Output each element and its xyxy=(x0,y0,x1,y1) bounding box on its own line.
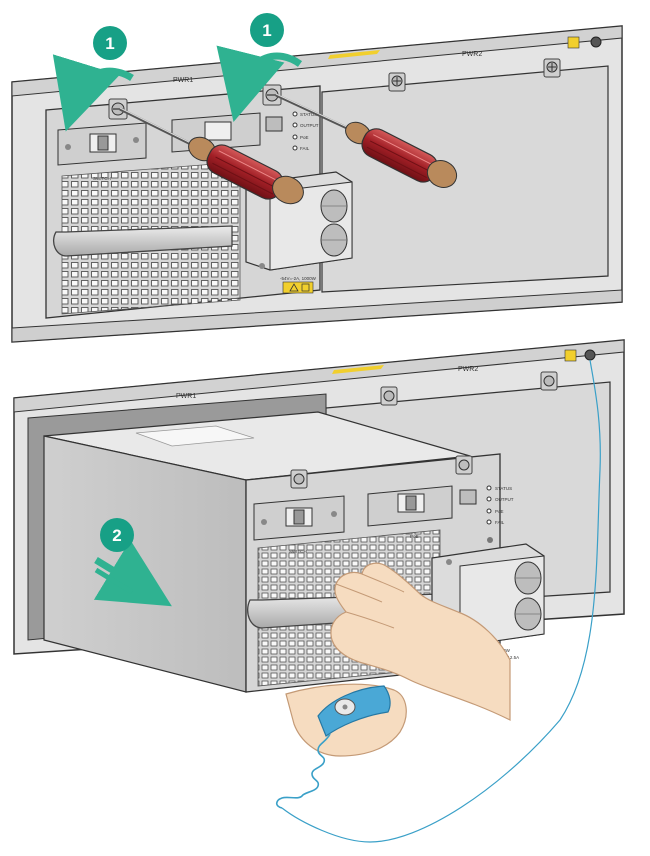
step-2-badge: 2 xyxy=(100,518,134,552)
warning-label-icon xyxy=(282,281,314,294)
module-side xyxy=(43,435,247,693)
esd-coiled-cord xyxy=(275,733,331,809)
led-status-label: STATUS xyxy=(495,486,512,491)
esd-ground-cable xyxy=(281,359,601,843)
network-port xyxy=(459,489,477,505)
led-poe-label: PoE xyxy=(300,135,309,140)
screwdriver-icon xyxy=(119,107,304,205)
pwr2-screw-left xyxy=(380,386,398,406)
ground-screw xyxy=(590,36,602,48)
ground-screw xyxy=(584,349,596,361)
poe-label: PoE xyxy=(410,534,419,539)
pwr2-screw-right xyxy=(543,58,561,78)
top-view: PWR1 PWR2 SWITCH xyxy=(11,13,623,343)
chassis-bottom-rim xyxy=(11,289,623,343)
chassis-rim xyxy=(11,25,623,97)
module-top-recess xyxy=(135,425,255,447)
pwr1-label: PWR1 xyxy=(173,77,193,84)
pull-out-arrow-icon xyxy=(93,539,172,607)
bottom-view: PWR1 PWR2 SWITCH xyxy=(13,339,625,843)
pwr1-captive-screw-left xyxy=(108,98,128,120)
led-status-label: STATUS xyxy=(300,112,317,117)
led-output-label: OUTPUT xyxy=(495,497,514,502)
status-leds xyxy=(292,111,298,151)
rotate-arrow-icon xyxy=(52,54,134,132)
switch-housing xyxy=(57,122,147,166)
hand-icon xyxy=(330,562,511,721)
poe-switch-housing xyxy=(367,485,453,527)
status-leds xyxy=(486,485,492,525)
pwr2-screw-right xyxy=(540,371,558,391)
step-number: 1 xyxy=(105,34,114,53)
pwr2-label: PWR2 xyxy=(462,51,482,58)
pwr2-blank-panel xyxy=(321,65,609,293)
step-1-badge-left: 1 xyxy=(93,26,127,60)
pwr2-label: PWR2 xyxy=(458,366,478,373)
module-captive-screw-right xyxy=(455,455,473,475)
module-rivet xyxy=(487,537,493,543)
switch-label: SWITCH xyxy=(93,176,111,181)
rotate-arrow-icon xyxy=(216,45,303,122)
pwr1-handle xyxy=(52,225,233,257)
led-poe-label: PoE xyxy=(495,509,504,514)
module-captive-screw-left xyxy=(290,469,308,489)
step-number: 1 xyxy=(262,21,271,40)
screwdriver-icon xyxy=(275,93,458,188)
switch-housing xyxy=(253,495,345,541)
yellow-stripe xyxy=(332,365,384,374)
step-number: 2 xyxy=(112,526,121,545)
step-1-badge-right: 1 xyxy=(250,13,284,47)
pwr2-screw-left xyxy=(388,72,406,92)
esd-wrist-strap-icon xyxy=(317,685,391,737)
led-fail-label: FAIL xyxy=(300,146,310,151)
led-output-label: OUTPUT xyxy=(300,123,319,128)
pwr1-label: PWR1 xyxy=(176,393,196,400)
ground-label xyxy=(567,36,580,49)
switch-label: SWITCH xyxy=(289,549,307,554)
led-fail-label: FAIL xyxy=(495,520,505,525)
network-port xyxy=(265,116,283,132)
rating-label: -54V=-2A, 1000W xyxy=(280,276,317,281)
chassis-rim xyxy=(13,339,625,413)
yellow-stripe xyxy=(328,50,380,59)
ground-label xyxy=(564,349,577,362)
